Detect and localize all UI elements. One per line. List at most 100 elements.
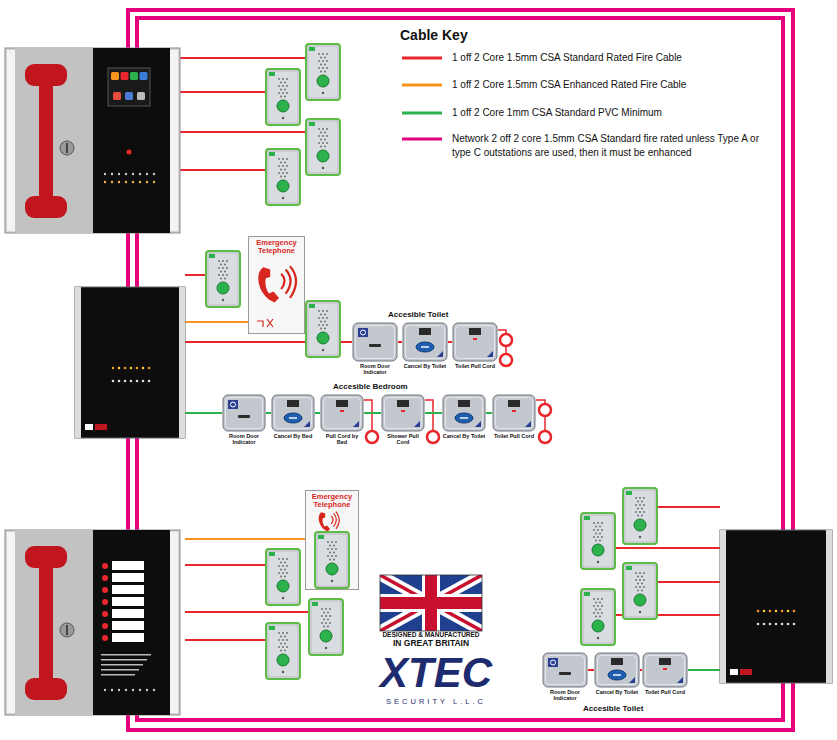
call-unit-artwork xyxy=(442,394,486,432)
call-unit-plate xyxy=(403,323,447,361)
emergency-telephone-sign: Emergency Telephone xyxy=(305,490,359,590)
control-panel xyxy=(102,599,108,605)
control-panel xyxy=(140,72,148,80)
outstation xyxy=(331,555,333,557)
outstation xyxy=(322,92,324,94)
outstation xyxy=(324,321,326,323)
outstation xyxy=(322,142,324,144)
outstation xyxy=(641,501,643,503)
outstation xyxy=(641,583,643,585)
control-panel xyxy=(146,173,148,175)
outstation xyxy=(581,513,615,569)
outstation xyxy=(266,623,300,679)
phone-icon xyxy=(258,267,279,302)
outstation xyxy=(592,620,604,632)
outstation xyxy=(282,197,284,199)
call-unit-plate xyxy=(238,415,250,418)
brand-text: IN GREAT BRITAIN xyxy=(380,639,482,649)
outstation xyxy=(220,264,222,266)
outstation xyxy=(597,612,599,614)
call-unit-plate xyxy=(443,395,485,431)
call-unit-plate xyxy=(559,672,571,675)
call-unit-plate xyxy=(272,395,314,431)
pull-cord xyxy=(425,400,433,431)
unit-label: Cancel By Toilet xyxy=(442,433,486,439)
cable xyxy=(180,57,305,59)
outstation xyxy=(278,165,280,167)
outstation xyxy=(222,260,224,262)
outstation xyxy=(218,274,220,276)
call-unit-plate xyxy=(469,328,481,335)
outstation xyxy=(329,559,331,561)
call-unit-artwork xyxy=(452,322,498,362)
outstation xyxy=(280,636,282,638)
outstation xyxy=(218,260,220,262)
control-panel xyxy=(112,621,144,630)
outstation xyxy=(280,650,282,652)
control-panel xyxy=(787,623,790,626)
call-unit-plate xyxy=(356,326,395,359)
outstation xyxy=(318,53,320,55)
outstation xyxy=(282,78,284,80)
outstation xyxy=(641,576,643,578)
call-unit: Toilet Pull Cord xyxy=(452,322,498,370)
outstation xyxy=(324,328,326,330)
outstation xyxy=(318,67,320,69)
cable xyxy=(185,639,265,641)
outstation xyxy=(220,278,222,280)
outstation xyxy=(329,622,331,624)
call-unit-plate xyxy=(608,670,626,680)
call-unit-plate xyxy=(611,658,623,665)
outstation xyxy=(324,64,326,66)
outstation xyxy=(277,580,289,592)
call-unit-plate xyxy=(353,323,397,361)
union-flag xyxy=(380,575,482,631)
outstation xyxy=(597,536,599,538)
outstation xyxy=(266,149,300,205)
control-panel xyxy=(111,72,119,80)
handset xyxy=(25,678,67,700)
outstation xyxy=(317,150,329,162)
control-panel xyxy=(136,367,139,370)
outstation xyxy=(286,572,288,574)
control-panel xyxy=(95,424,107,430)
outstation xyxy=(324,314,326,316)
call-unit-plate xyxy=(401,410,405,412)
outstation xyxy=(286,565,288,567)
control-panel xyxy=(102,611,108,617)
unit-label: Toilet Pull Cord xyxy=(642,689,688,695)
call-unit-plate xyxy=(223,395,265,431)
pull-cord-ring xyxy=(539,431,551,443)
call-unit-plate xyxy=(643,653,687,687)
outstation xyxy=(277,654,289,666)
call-unit-plate xyxy=(443,395,485,431)
phone-icon xyxy=(286,269,291,293)
control-panel xyxy=(142,380,145,383)
outstation xyxy=(593,605,595,607)
control-panel xyxy=(118,173,120,175)
phone-icon xyxy=(336,512,339,529)
call-unit-plate xyxy=(353,323,397,361)
outstation xyxy=(309,304,315,308)
control-panel xyxy=(112,609,144,618)
outstation xyxy=(637,501,639,503)
outstation xyxy=(266,549,300,605)
call-unit-plate xyxy=(226,398,263,429)
outstation xyxy=(315,532,349,588)
control-panel xyxy=(112,573,144,582)
outstation xyxy=(280,82,282,84)
outstation xyxy=(306,301,340,357)
control-panel xyxy=(769,610,772,613)
control-panel xyxy=(132,173,134,175)
control-panel xyxy=(139,173,141,175)
control-panel xyxy=(15,48,93,233)
outstation xyxy=(284,636,286,638)
call-unit-artwork xyxy=(492,394,536,432)
legend-text: 1 off 2 Core 1mm CSA Standard PVC Minimu… xyxy=(452,106,772,120)
outstation xyxy=(323,612,325,614)
outstation xyxy=(635,586,637,588)
call-unit-plate xyxy=(358,328,368,337)
outstation xyxy=(324,132,326,134)
outstation xyxy=(278,85,280,87)
cable xyxy=(185,321,248,323)
